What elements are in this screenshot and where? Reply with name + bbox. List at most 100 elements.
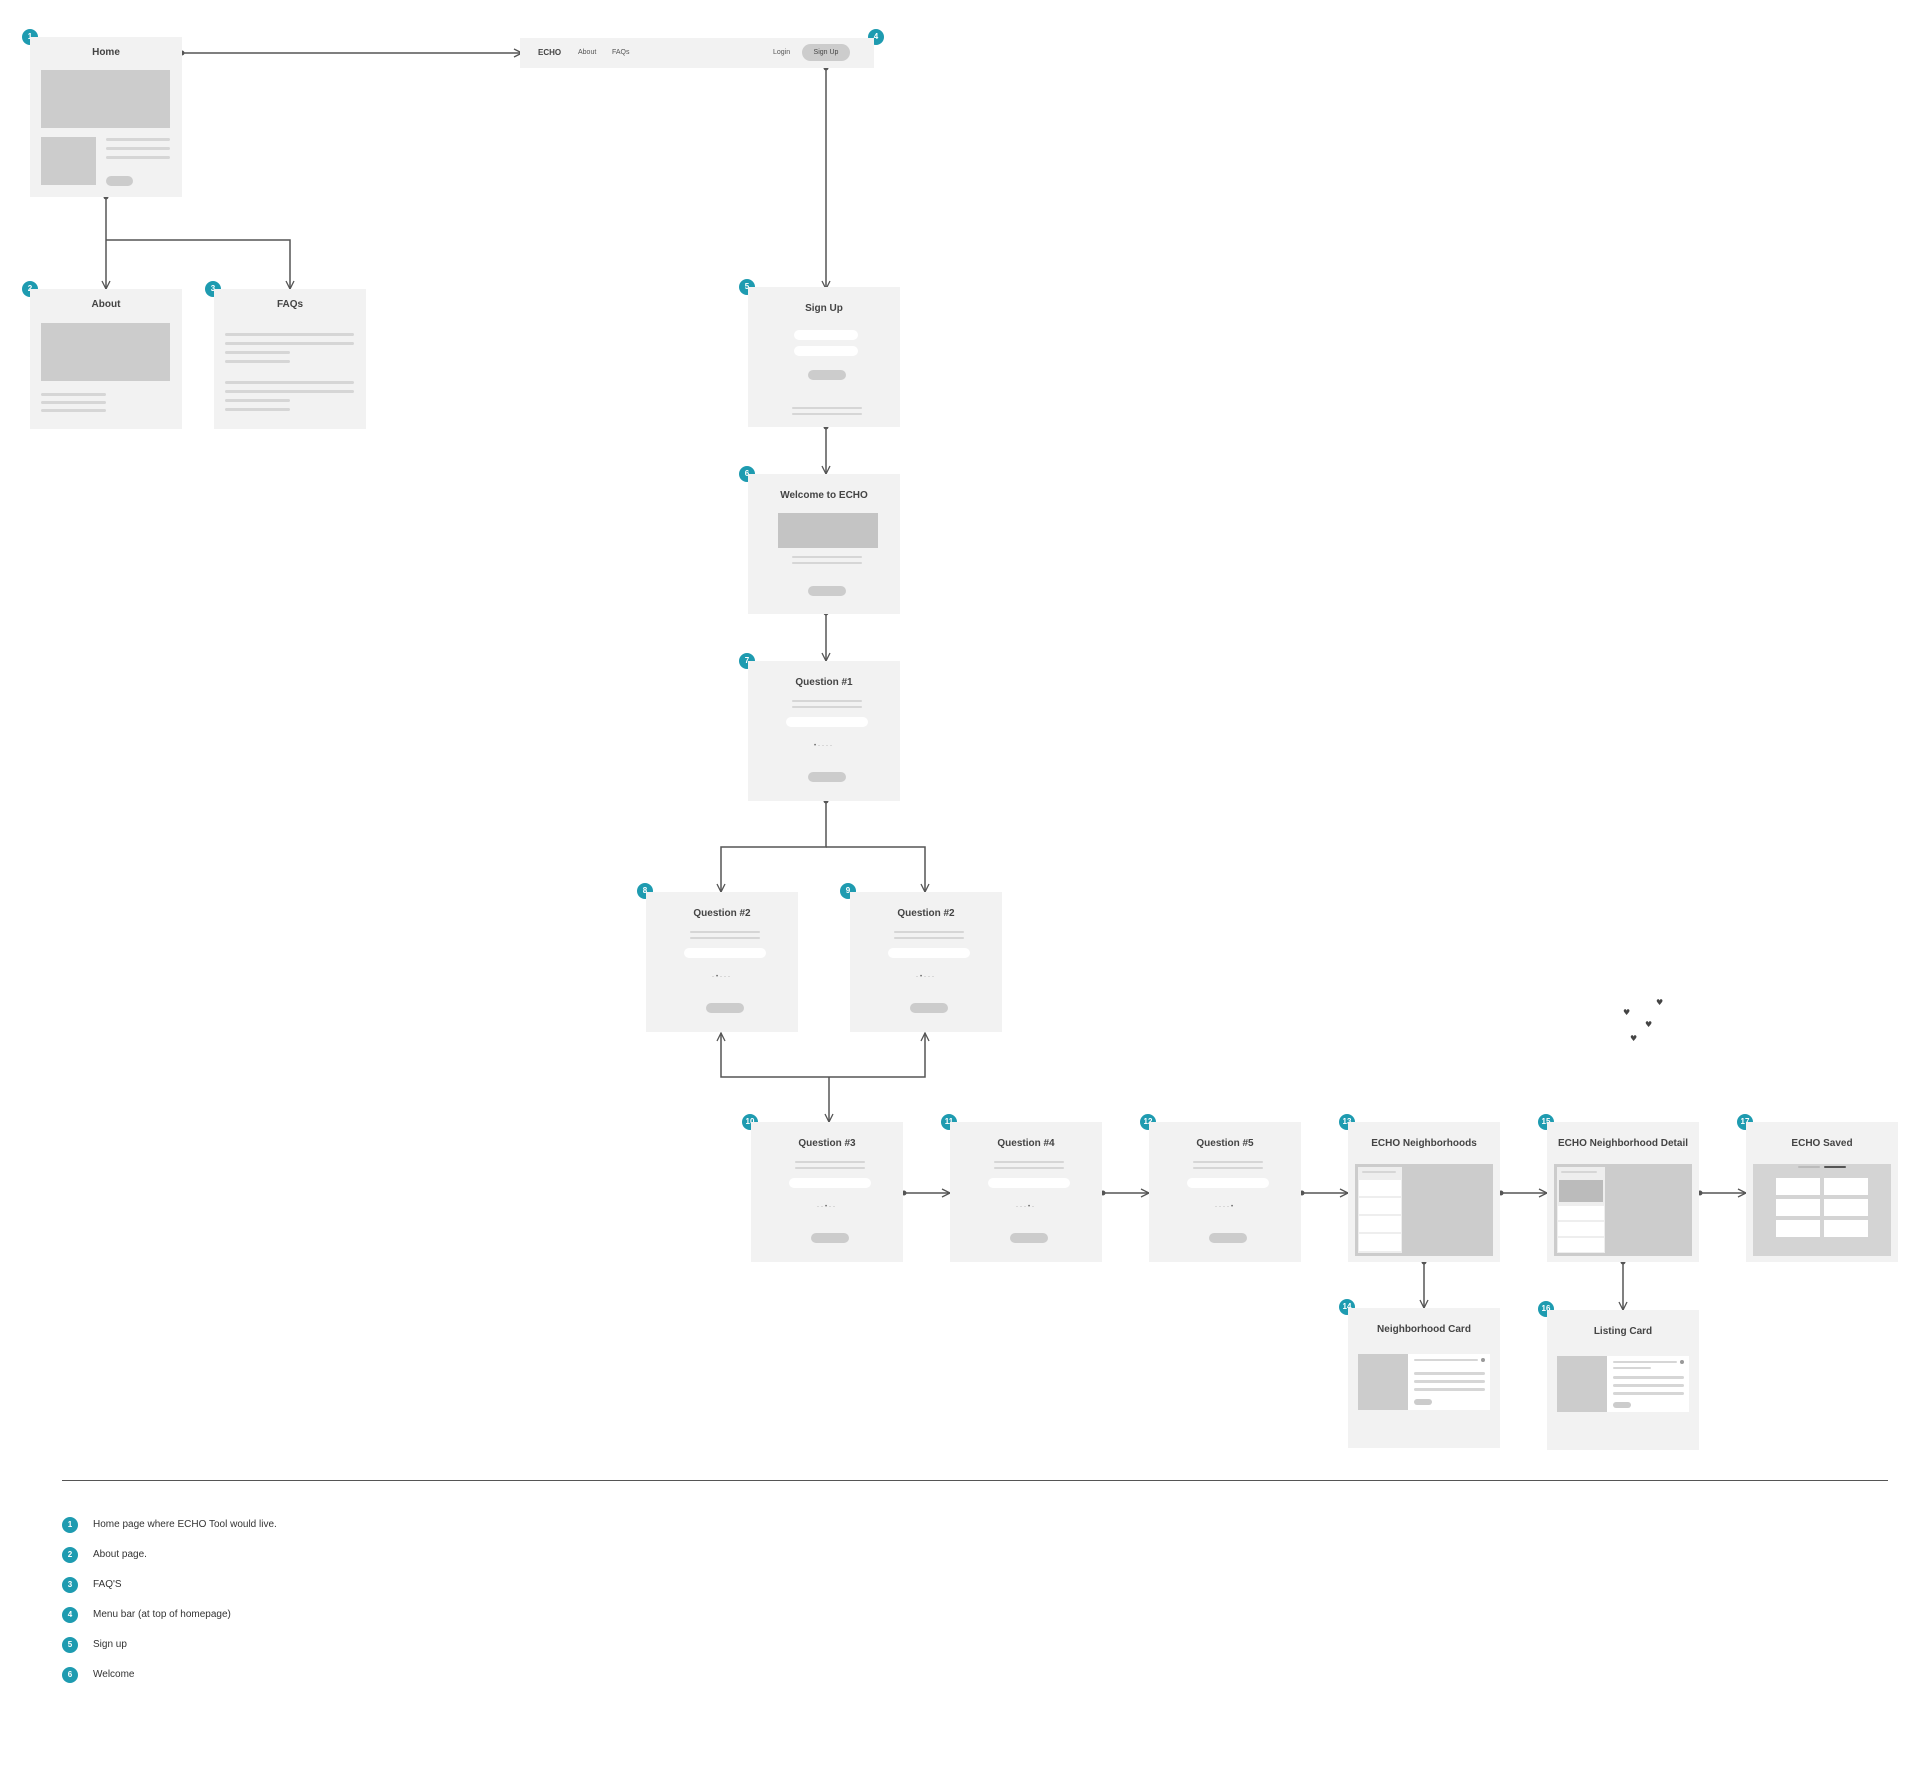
text-line <box>894 931 964 933</box>
screen-title: Question #2 <box>693 908 751 919</box>
text-line <box>225 360 290 363</box>
list-item <box>1359 1198 1401 1214</box>
screen-question-3[interactable]: Question #3 ··•·· <box>751 1122 903 1262</box>
button-placeholder <box>808 772 846 782</box>
legend-badge: 5 <box>62 1637 78 1653</box>
screen-title: Listing Card <box>1593 1326 1653 1337</box>
saved-tile <box>1776 1220 1820 1237</box>
text-line <box>1561 1171 1597 1173</box>
screen-title: About <box>91 299 121 310</box>
input-placeholder <box>794 330 858 340</box>
text-line <box>1362 1171 1396 1173</box>
image-placeholder <box>1358 1354 1408 1410</box>
answer-input-placeholder <box>789 1178 871 1188</box>
screen-title: Welcome to ECHO <box>780 490 868 501</box>
list-item <box>1359 1180 1401 1196</box>
screen-question-5[interactable]: Question #5 ····• <box>1149 1122 1301 1262</box>
screen-faqs[interactable]: FAQs <box>214 289 366 429</box>
answer-input-placeholder <box>786 717 868 727</box>
text-line <box>690 931 760 933</box>
button-placeholder <box>808 586 846 596</box>
text-line <box>41 393 106 396</box>
legend-divider <box>62 1480 1888 1481</box>
text-line <box>106 156 170 159</box>
image-placeholder <box>41 323 170 381</box>
saved-tile <box>1824 1178 1868 1195</box>
signup-button[interactable]: Sign Up <box>802 44 850 61</box>
text-line <box>1414 1388 1485 1391</box>
screen-title: FAQs <box>276 299 304 310</box>
progress-dots: ·•··· <box>915 974 937 980</box>
text-line <box>894 937 964 939</box>
list-item <box>1558 1238 1604 1252</box>
image-placeholder <box>41 137 96 185</box>
screen-question-2a[interactable]: Question #2 ·•··· <box>646 892 798 1032</box>
screen-welcome[interactable]: Welcome to ECHO <box>748 474 900 614</box>
text-line <box>1613 1384 1684 1387</box>
legend-text: Home page where ECHO Tool would live. <box>93 1519 277 1530</box>
list-item <box>1359 1216 1401 1232</box>
text-line <box>1613 1361 1677 1363</box>
answer-input-placeholder <box>888 948 970 958</box>
nav-link-faqs[interactable]: FAQs <box>612 49 630 56</box>
saved-grid-panel <box>1753 1164 1891 1256</box>
heart-icon <box>1680 1360 1684 1364</box>
hero-image-placeholder <box>41 70 170 128</box>
text-line <box>225 381 354 384</box>
text-line <box>795 1161 865 1163</box>
text-line <box>225 333 354 336</box>
screen-title: ECHO Neighborhood Detail <box>1558 1138 1688 1149</box>
connector-q1-q2b <box>826 846 925 892</box>
text-line <box>225 408 290 411</box>
image-placeholder <box>1557 1356 1607 1412</box>
legend-badge: 2 <box>62 1547 78 1563</box>
legend-text: Sign up <box>93 1639 127 1650</box>
text-line <box>225 390 354 393</box>
connector-home-faqs <box>106 239 290 289</box>
button-placeholder <box>910 1003 948 1013</box>
saved-tile <box>1776 1199 1820 1216</box>
button-placeholder <box>808 370 846 380</box>
text-line <box>106 147 170 150</box>
screen-about[interactable]: About <box>30 289 182 429</box>
screen-home[interactable]: Home <box>30 37 182 197</box>
screen-sign-up[interactable]: Sign Up <box>748 287 900 427</box>
nav-link-login[interactable]: Login <box>773 49 791 56</box>
screen-echo-saved[interactable]: ECHO Saved <box>1746 1122 1898 1262</box>
nav-link-about[interactable]: About <box>578 49 597 56</box>
screen-title: ECHO Saved <box>1791 1138 1853 1149</box>
screen-question-1[interactable]: Question #1 •···· <box>748 661 900 801</box>
image-placeholder <box>778 513 878 548</box>
heart-marks: ♥ ♥ ♥ ♥ <box>1623 998 1663 1043</box>
text-line <box>1193 1167 1263 1169</box>
screen-question-2b[interactable]: Question #2 ·•··· <box>850 892 1002 1032</box>
progress-dots: ··•·· <box>816 1204 838 1210</box>
screen-echo-neighborhoods[interactable]: ECHO Neighborhoods <box>1348 1122 1500 1262</box>
screen-neighborhood-card[interactable]: Neighborhood Card <box>1348 1308 1500 1448</box>
tab-indicator <box>1798 1166 1820 1168</box>
text-line <box>106 138 170 141</box>
screen-title: Home <box>92 47 120 58</box>
progress-dots: ···•· <box>1015 1204 1037 1210</box>
screen-menu-bar[interactable]: ECHO About FAQs Login Sign Up <box>520 38 874 68</box>
text-line <box>792 700 862 702</box>
screen-title: Question #5 <box>1196 1138 1254 1149</box>
screen-title: Sign Up <box>805 303 843 314</box>
button-placeholder <box>1209 1233 1247 1243</box>
screen-question-4[interactable]: Question #4 ···•· <box>950 1122 1102 1262</box>
text-line <box>41 409 106 412</box>
svg-text:♥: ♥ <box>1645 1020 1652 1029</box>
screen-listing-card[interactable]: Listing Card <box>1547 1310 1699 1450</box>
text-line <box>1613 1367 1651 1369</box>
text-line <box>792 407 862 409</box>
button-placeholder <box>811 1233 849 1243</box>
connector-q2a-q3 <box>721 1033 829 1078</box>
tab-indicator-active <box>1824 1166 1846 1168</box>
text-line <box>690 937 760 939</box>
legend-text: Welcome <box>93 1669 135 1680</box>
text-line <box>225 342 354 345</box>
screen-echo-neighborhood-detail[interactable]: ECHO Neighborhood Detail <box>1547 1122 1699 1262</box>
legend-badge: 1 <box>62 1517 78 1533</box>
